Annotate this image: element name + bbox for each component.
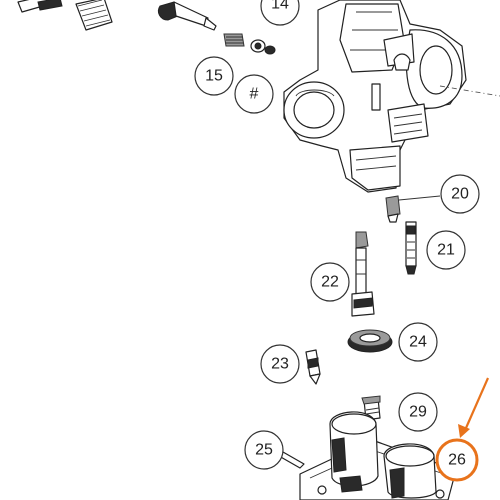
callout-26-label: 26 xyxy=(448,452,466,469)
callout-25[interactable]: 25 xyxy=(244,430,284,470)
callout-14-label: 14 xyxy=(271,0,289,13)
part-21-jet xyxy=(405,221,417,275)
part-screw-15 xyxy=(223,33,245,47)
part-needle-left xyxy=(17,0,63,13)
part-spring xyxy=(75,0,113,31)
callout-15-label: 15 xyxy=(205,68,223,85)
callout-25-label: 25 xyxy=(255,442,273,459)
callout-15[interactable]: 15 xyxy=(194,56,234,96)
callout-22[interactable]: 22 xyxy=(310,262,350,302)
callout-24-label: 24 xyxy=(409,334,427,351)
highlight-arrow xyxy=(458,377,490,438)
callout-29-label: 29 xyxy=(409,404,427,421)
callout-20[interactable]: 20 xyxy=(440,174,480,214)
callout-20-label: 20 xyxy=(451,186,469,203)
part-24-seal-ring xyxy=(347,329,393,353)
callout-14[interactable]: 14 xyxy=(260,0,300,26)
part-26-float xyxy=(299,411,457,500)
part-22-needle-jet xyxy=(351,231,375,317)
part-washer-14 xyxy=(250,39,266,53)
part-20 xyxy=(385,195,441,223)
callout-26-highlighted[interactable]: 26 xyxy=(435,438,479,482)
part-nut-hash xyxy=(264,45,276,55)
callout-23-label: 23 xyxy=(271,356,289,373)
callout-24[interactable]: 24 xyxy=(398,322,438,362)
part-23-float-needle xyxy=(305,349,321,385)
callout-21-label: 21 xyxy=(437,242,455,259)
callout-29[interactable]: 29 xyxy=(398,392,438,432)
callout-hash-label: # xyxy=(250,86,259,103)
leader-right xyxy=(439,85,500,97)
carburetor-body xyxy=(283,0,467,193)
part-idle-screw xyxy=(157,1,217,31)
callout-hash[interactable]: # xyxy=(234,74,274,114)
callout-23[interactable]: 23 xyxy=(260,344,300,384)
callout-22-label: 22 xyxy=(321,274,339,291)
callout-21[interactable]: 21 xyxy=(426,230,466,270)
